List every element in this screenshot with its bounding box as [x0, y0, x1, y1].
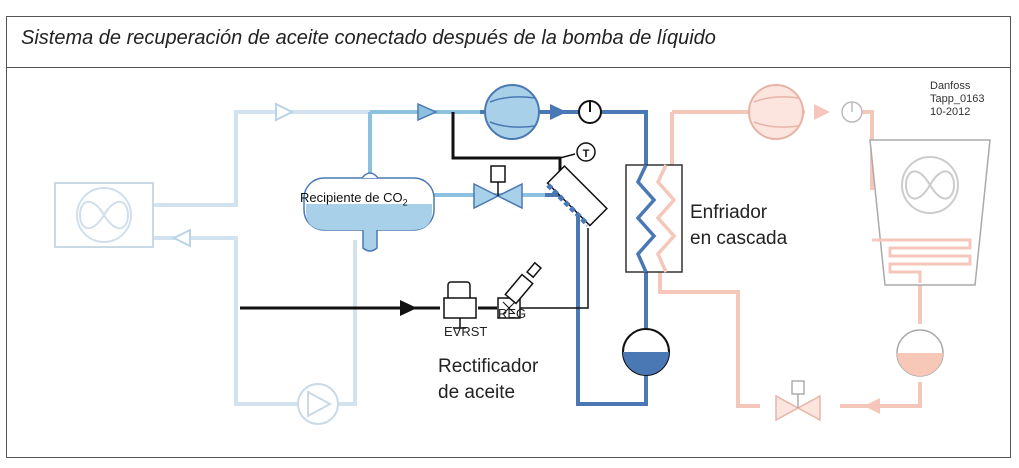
pale-gauge-icon: [841, 101, 863, 123]
co2-receiver: [303, 172, 435, 252]
faded-pump: [297, 383, 339, 425]
receiver-label: Recipiente de CO2: [300, 190, 408, 208]
evrst-label: EVRST: [444, 324, 488, 339]
oil-rectifier-exchanger: [546, 165, 608, 227]
faded-arrow-left: [171, 228, 191, 248]
oil-rectifier-label-line1: Rectificador: [438, 356, 539, 377]
receiver-label-text: Recipiente de CO: [300, 190, 403, 205]
high-stage-receiver: [896, 329, 944, 377]
flow-arrow-light-blue: [417, 102, 438, 122]
reg-valve: [497, 261, 542, 319]
solenoid-valve: [473, 165, 523, 210]
faded-pipes: [150, 110, 370, 406]
title-band: Sistema de recuperación de aceite conect…: [7, 17, 1010, 68]
cascade-cooler-label: Enfriador en cascada: [690, 200, 787, 252]
receiver-label-subscript: 2: [402, 197, 408, 208]
oil-flow-arrow: [400, 300, 417, 316]
cascade-cooler-label-line2: en cascada: [690, 228, 788, 249]
danfoss-line1: Danfoss: [930, 80, 971, 92]
thermostat-icon: T: [576, 142, 596, 162]
pale-arrow-left: [864, 398, 880, 414]
high-stage-compressor: [748, 84, 804, 140]
high-stage-condenser: [869, 139, 991, 286]
pale-flow-arrow: [814, 104, 830, 120]
co2-compressor: [484, 84, 540, 140]
danfoss-reference: Danfoss Tapp_0163 10-2012: [930, 80, 984, 119]
pale-expansion-valve: [775, 380, 821, 422]
gauge-icon: [578, 100, 602, 124]
thermostat-symbol: T: [583, 148, 590, 160]
flow-arrow-dark-blue: [550, 104, 567, 120]
evrst-valve: [443, 281, 477, 329]
reg-label: REG: [498, 306, 527, 321]
cascade-cooler: [625, 164, 683, 273]
cascade-cooler-label-line1: Enfriador: [690, 202, 768, 223]
danfoss-line3: 10-2012: [930, 106, 971, 118]
danfoss-line2: Tapp_0163: [930, 93, 985, 105]
oil-rectifier-label: Rectificador de aceite: [438, 354, 538, 406]
diagram-title: Sistema de recuperación de aceite conect…: [21, 27, 716, 49]
faded-arrow-right: [275, 102, 295, 122]
faded-evaporator: [54, 182, 154, 248]
co2-liquid-receiver: [622, 328, 670, 376]
oil-rectifier-label-line2: de aceite: [438, 382, 516, 403]
